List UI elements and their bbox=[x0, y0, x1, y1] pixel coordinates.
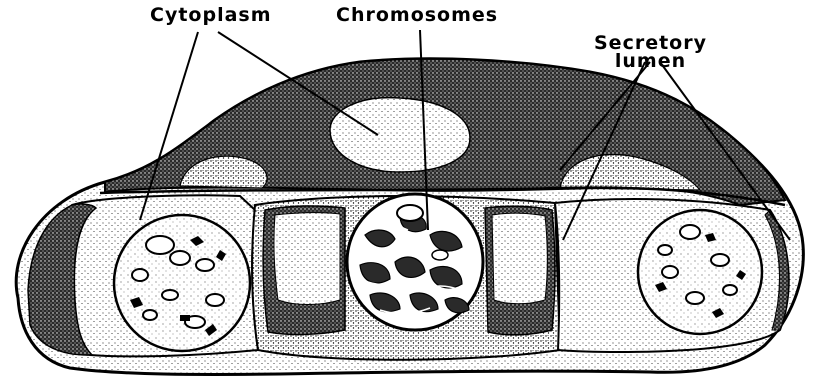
central-recess-right bbox=[492, 213, 547, 304]
right-nucleus bbox=[638, 210, 762, 334]
chromosomes-label: Chromosomes bbox=[336, 6, 498, 24]
central-recess-left bbox=[274, 213, 340, 305]
cytoplasm-blob bbox=[330, 98, 470, 172]
left-nucleus bbox=[114, 215, 250, 351]
secretory-label-line2: lumen bbox=[594, 52, 707, 70]
cytoplasm-label: Cytoplasm bbox=[150, 6, 272, 24]
central-nucleus bbox=[347, 194, 483, 330]
secretory-lumen-label: Secretory lumen bbox=[594, 34, 707, 70]
